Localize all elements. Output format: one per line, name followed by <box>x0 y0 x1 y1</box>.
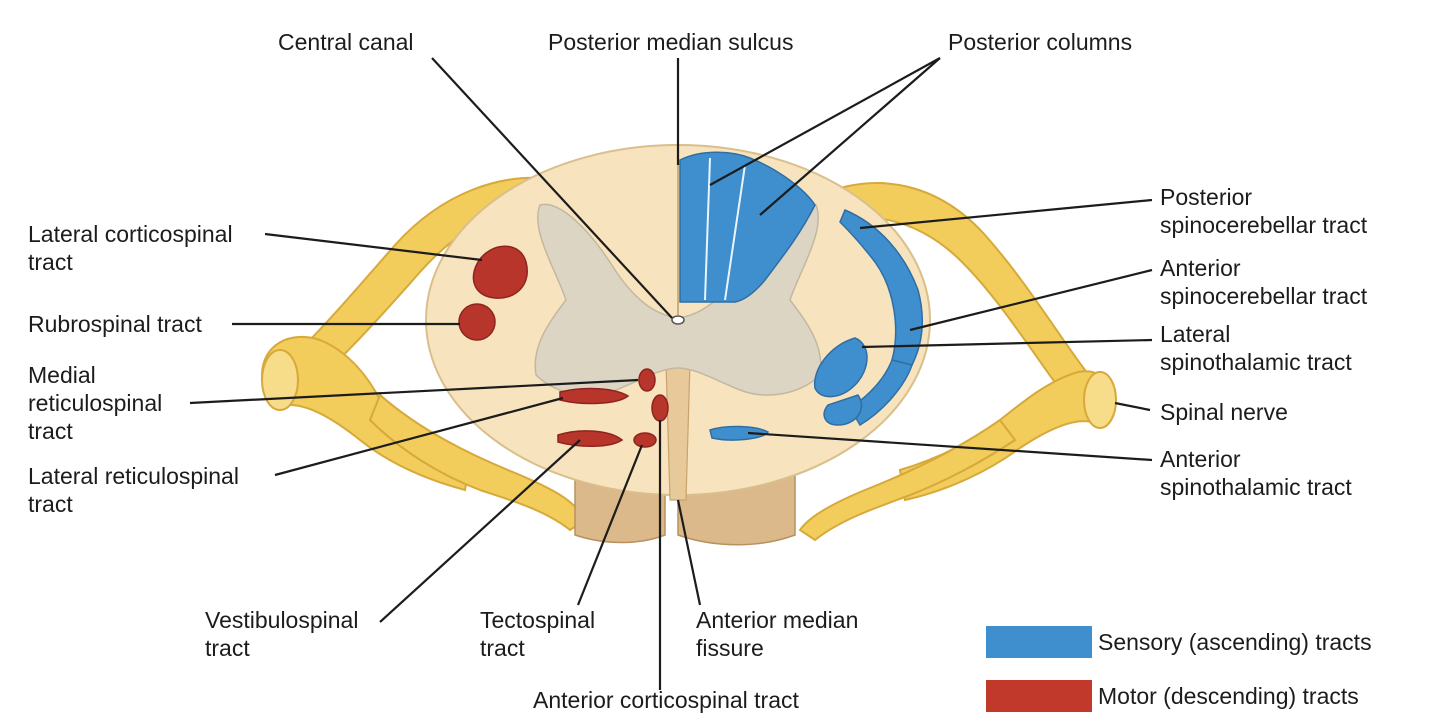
anterior-spinothalamic-tract <box>709 425 770 441</box>
label-posterior-median-sulcus: Posterior median sulcus <box>548 29 793 55</box>
medial-reticulospinal-tract <box>638 368 656 392</box>
label-lateral-reticulospinal: Lateral reticulospinal tract <box>28 463 245 517</box>
label-vestibulospinal: Vestibulospinal tract <box>205 607 365 661</box>
label-posterior-columns: Posterior columns <box>948 29 1132 55</box>
label-lateral-spinothalamic: Lateral spinothalamic tract <box>1160 321 1352 375</box>
label-anterior-corticospinal: Anterior corticospinal tract <box>533 687 799 713</box>
lateral-reticulospinal-tract <box>559 387 630 405</box>
anterior-median-fissure-notch <box>665 361 691 501</box>
lateral-corticospinal-tract <box>472 245 528 299</box>
left-ventral-root <box>368 393 587 532</box>
vestibulospinal-tract <box>557 430 624 448</box>
label-rubrospinal: Rubrospinal tract <box>28 311 202 337</box>
label-lateral-corticospinal: Lateral corticospinal tract <box>28 221 239 275</box>
leader-lines <box>189 57 1153 690</box>
spinal-nerves <box>260 176 1112 542</box>
legend-sensory-label: Sensory (ascending) tracts <box>1098 629 1372 655</box>
label-anterior-median-fissure: Anterior median fissure <box>696 607 865 661</box>
posterior-columns-tract <box>679 151 816 303</box>
spinal-cord <box>425 144 931 501</box>
central-canal <box>671 315 685 325</box>
legend-sensory-swatch <box>986 626 1092 658</box>
right-nerve-cut-end <box>1083 371 1117 429</box>
legend-motor-swatch <box>986 680 1092 712</box>
sensory-tracts <box>679 151 923 441</box>
label-anterior-spinocerebellar: Anterior spinocerebellar tract <box>1160 255 1368 309</box>
label-tectospinal: Tectospinal tract <box>480 607 601 661</box>
lateral-spinothalamic-tract <box>814 337 868 398</box>
left-nerve-cut-end <box>261 349 299 411</box>
label-spinal-nerve: Spinal nerve <box>1160 399 1288 425</box>
label-central-canal: Central canal <box>278 29 414 55</box>
legend-motor-label: Motor (descending) tracts <box>1098 683 1359 709</box>
tectospinal-tract <box>633 432 657 448</box>
label-anterior-spinothalamic: Anterior spinothalamic tract <box>1160 446 1352 500</box>
label-medial-reticulospinal: Medial reticulospinal tract <box>28 362 169 444</box>
rubrospinal-tract <box>458 303 496 341</box>
legend: Sensory (ascending) tracts Motor (descen… <box>986 626 1372 712</box>
motor-tracts <box>458 245 669 448</box>
vestibulospinal-tract-motor <box>651 394 669 422</box>
right-ventral-root <box>798 418 1017 542</box>
label-posterior-spinocerebellar: Posterior spinocerebellar tract <box>1160 184 1368 238</box>
lateral-spinothalamic-tract-lower <box>823 394 863 426</box>
